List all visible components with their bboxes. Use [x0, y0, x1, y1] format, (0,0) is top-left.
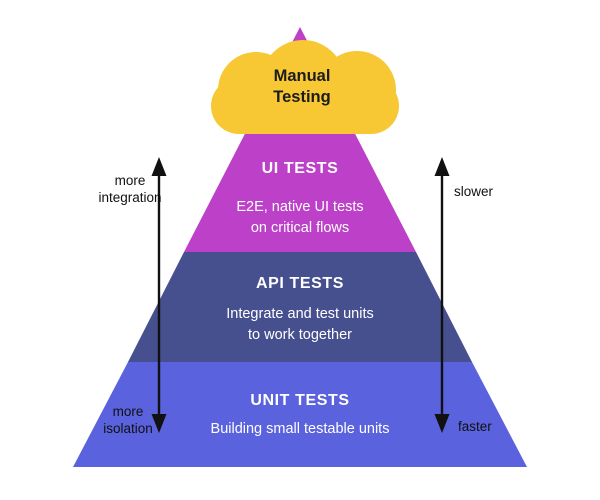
right-double-arrow — [434, 157, 450, 433]
ui-tests-title: UI TESTS — [261, 160, 339, 177]
cloud-icon — [211, 40, 399, 134]
cloud-title-line1: Manual — [273, 67, 331, 85]
unit-tests-title: UNIT TESTS — [250, 392, 350, 409]
api-tests-description-line2: to work together — [248, 327, 352, 343]
ui-tests-layer-shape — [184, 27, 416, 252]
faster-label: faster — [458, 419, 492, 434]
ui-tests-description: E2E, native UI tests on critical flows — [190, 197, 410, 239]
api-tests-description: Integrate and test units to work togethe… — [190, 304, 410, 346]
more-integration-label: more integration — [80, 172, 180, 206]
more-isolation-label: more isolation — [78, 403, 178, 437]
cloud-title: Manual Testing — [232, 66, 372, 108]
more-integration-label-line1: more — [114, 173, 146, 188]
left-arrow-down-head-icon — [151, 414, 167, 433]
unit-tests-layer-shape — [73, 362, 527, 467]
api-tests-description-line1: Integrate and test units — [226, 306, 374, 322]
api-tests-layer-shape — [128, 252, 472, 362]
cloud-title-line2: Testing — [273, 88, 331, 106]
ui-tests-description-line1: E2E, native UI tests — [236, 199, 364, 215]
slower-label: slower — [454, 184, 494, 199]
left-double-arrow — [151, 157, 167, 433]
right-arrow-up-head-icon — [434, 157, 450, 176]
right-arrow-down-head-icon — [434, 414, 450, 433]
more-integration-label-line2: integration — [98, 190, 162, 205]
left-arrow-up-head-icon — [151, 157, 167, 176]
unit-tests-description: Building small testable units — [210, 421, 390, 437]
more-isolation-label-line2: isolation — [103, 421, 153, 436]
ui-tests-description-line2: on critical flows — [250, 220, 350, 236]
api-tests-title: API TESTS — [255, 275, 345, 292]
more-isolation-label-line1: more — [112, 404, 144, 419]
